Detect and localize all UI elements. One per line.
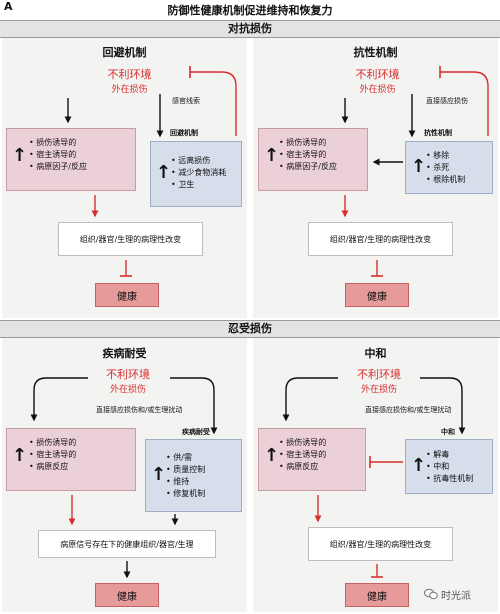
list-item: 远离损伤: [171, 155, 226, 167]
q3-pink-box: ↑ 损伤诱导的 宿主诱导的 病原反应: [6, 428, 136, 491]
list-item: 病原反应: [29, 461, 76, 473]
q1-inhibit-loop: [190, 71, 237, 136]
q2-mechanism-label: 抗性机制: [424, 129, 452, 137]
figure-title: 防御性健康机制促进维持和恢复力: [167, 4, 333, 17]
q2-adverse-environment: 不利环境: [355, 68, 400, 81]
q1-blue-list: 远离损伤 减少食物消耗 卫生: [171, 155, 226, 191]
q4-mechanism-label: 中和: [441, 428, 455, 436]
q1-blue-up-arrow: ↑: [156, 162, 172, 183]
q2-pink-box: ↑ 损伤诱导的 宿主诱导的 病原因子/反应: [258, 128, 368, 191]
list-item: 宿主诱导的: [29, 449, 76, 461]
q1-title: 回避机制: [102, 46, 147, 59]
list-item: 病原反应: [279, 461, 326, 473]
list-item: 宿主诱导的: [29, 149, 87, 161]
list-item: 移除: [426, 150, 465, 162]
panel-letter: A: [4, 0, 13, 13]
q2-pink-up-arrow: ↑: [264, 145, 280, 166]
list-item: 病原因子/反应: [29, 161, 87, 173]
section-header-tolerate: 忍受损伤: [0, 320, 500, 338]
q3-mechanism-label: 疾病耐受: [182, 428, 210, 436]
q2-external-injury: 外在损伤: [359, 85, 396, 95]
list-item: 根除机制: [426, 174, 465, 186]
q3-blue-list: 供/需 质量控制 维持 修复机制: [166, 452, 205, 500]
q1-blue-box: ↑ 远离损伤 减少食物消耗 卫生: [150, 141, 242, 207]
q4-blue-list: 解毒 中和 抗毒性机制: [426, 449, 473, 485]
wechat-icon: [424, 588, 438, 600]
list-item: 杀死: [426, 162, 465, 174]
list-item: 损伤诱导的: [279, 137, 337, 149]
q2-blue-box: ↑ 移除 杀死 根除机制: [405, 141, 493, 194]
list-item: 中和: [426, 461, 473, 473]
q1-pink-list: 损伤诱导的 宿主诱导的 病原因子/反应: [29, 137, 87, 173]
q4-external-injury: 外在损伤: [360, 385, 397, 395]
q4-arrow-env-to-pink: [282, 377, 338, 422]
q1-pathology-box: 组织/器官/生理的病理性改变: [58, 222, 203, 256]
q3-direct-sensing: 直接感应损伤和/或生理扰动: [96, 406, 183, 414]
list-item: 损伤诱导的: [29, 137, 87, 149]
q4-adverse-environment: 不利环境: [357, 368, 401, 381]
q2-blue-up-arrow: ↑: [411, 156, 427, 177]
q3-title: 疾病耐受: [102, 347, 147, 360]
q3-pink-list: 损伤诱导的 宿主诱导的 病原反应: [29, 437, 76, 473]
q2-direct-sensing: 直接感应损伤: [426, 97, 468, 105]
list-item: 抗毒性机制: [426, 473, 473, 485]
q1-sensory-cue: 感官线索: [172, 97, 200, 105]
list-item: 宿主诱导的: [279, 149, 337, 161]
q3-blue-up-arrow: ↑: [151, 464, 167, 485]
q2-inhibit-loop: [440, 71, 489, 136]
q4-blue-up-arrow: ↑: [411, 455, 427, 476]
section-header-resist: 对抗损伤: [0, 20, 500, 38]
q3-signal-box: 病原信号存在下的健康组织/器官/生理: [38, 530, 216, 558]
q1-health-box: 健康: [95, 283, 159, 307]
q1-external-injury: 外在损伤: [111, 85, 148, 95]
q4-title: 中和: [364, 347, 387, 360]
q2-pink-list: 损伤诱导的 宿主诱导的 病原因子/反应: [279, 137, 337, 173]
list-item: 损伤诱导的: [279, 437, 326, 449]
q1-pink-up-arrow: ↑: [12, 145, 28, 166]
q4-pink-up-arrow: ↑: [264, 445, 280, 466]
list-item: 损伤诱导的: [29, 437, 76, 449]
q1-adverse-environment: 不利环境: [107, 68, 152, 81]
list-item: 供/需: [166, 452, 205, 464]
watermark: 时光派: [424, 586, 494, 602]
q4-pink-list: 损伤诱导的 宿主诱导的 病原反应: [279, 437, 326, 473]
q4-pink-box: ↑ 损伤诱导的 宿主诱导的 病原反应: [258, 428, 366, 491]
q1-mechanism-label: 回避机制: [170, 129, 198, 137]
q2-pathology-box: 组织/器官/生理的病理性改变: [308, 222, 453, 256]
q3-adverse-environment: 不利环境: [106, 368, 150, 381]
list-item: 维持: [166, 476, 205, 488]
list-item: 宿主诱导的: [279, 449, 326, 461]
q3-arrow-env-to-pink: [30, 377, 88, 422]
list-item: 卫生: [171, 179, 226, 191]
q1-pink-box: ↑ 损伤诱导的 宿主诱导的 病原因子/反应: [6, 128, 136, 191]
q2-blue-list: 移除 杀死 根除机制: [426, 150, 465, 186]
watermark-text: 时光派: [441, 590, 471, 602]
list-item: 解毒: [426, 449, 473, 461]
q3-pink-up-arrow: ↑: [12, 445, 28, 466]
q4-blue-box: ↑ 解毒 中和 抗毒性机制: [405, 439, 493, 494]
list-item: 病原因子/反应: [279, 161, 337, 173]
q3-arrow-env-to-blue: [170, 377, 218, 435]
q4-pathology-box: 组织/器官/生理的病理性改变: [308, 527, 453, 561]
q4-arrow-env-to-blue: [420, 377, 466, 435]
q4-direct-sensing: 直接感应损伤和/或生理扰动: [365, 406, 452, 414]
list-item: 修复机制: [166, 488, 205, 500]
q3-external-injury: 外在损伤: [109, 385, 146, 395]
list-item: 减少食物消耗: [171, 167, 226, 179]
q2-health-box: 健康: [345, 283, 409, 307]
q3-health-box: 健康: [95, 583, 159, 607]
q3-blue-box: ↑ 供/需 质量控制 维持 修复机制: [145, 439, 242, 512]
q2-title: 抗性机制: [353, 46, 398, 59]
list-item: 质量控制: [166, 464, 205, 476]
q4-health-box: 健康: [345, 583, 409, 607]
